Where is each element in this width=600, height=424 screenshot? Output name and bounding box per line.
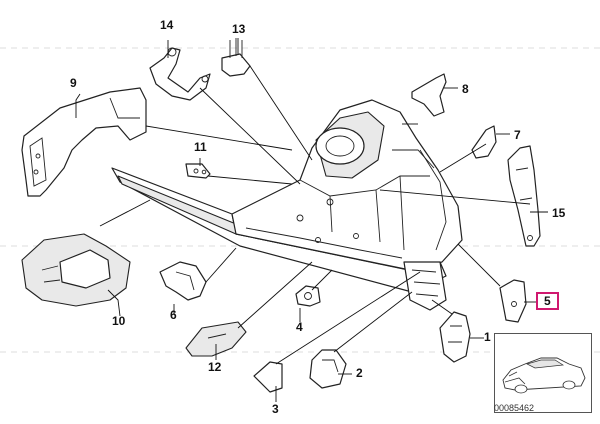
vehicle-thumbnail bbox=[494, 333, 592, 413]
callout-15: 15 bbox=[552, 206, 566, 220]
callout-14: 14 bbox=[160, 18, 174, 32]
callout-1: 1 bbox=[484, 330, 491, 344]
part-3-wedge bbox=[253, 361, 283, 393]
part-7-small-bracket bbox=[471, 125, 497, 159]
callout-2: 2 bbox=[356, 366, 363, 380]
callout-8: 8 bbox=[462, 82, 469, 96]
part-6-bracket bbox=[159, 261, 207, 301]
part-14-bracket bbox=[149, 47, 211, 101]
part-4-plate bbox=[295, 285, 321, 307]
callout-3: 3 bbox=[272, 402, 279, 416]
car-outline-icon bbox=[502, 357, 586, 394]
part-12-plate bbox=[185, 321, 247, 357]
part-8-strut-bracket bbox=[411, 73, 447, 117]
callout-6: 6 bbox=[170, 308, 177, 322]
leader-lines bbox=[75, 38, 548, 402]
part-1-mount bbox=[439, 311, 471, 363]
part-11-clip bbox=[185, 163, 211, 179]
part-2-support bbox=[309, 349, 347, 389]
part-9-wheel-arch bbox=[21, 87, 147, 197]
part-13-bolt-bracket bbox=[221, 38, 251, 77]
callout-10: 10 bbox=[112, 314, 126, 328]
reference-code: 00085462 bbox=[494, 403, 535, 413]
callout-7: 7 bbox=[514, 128, 521, 142]
part-5-gusset bbox=[499, 279, 527, 323]
callout-4: 4 bbox=[296, 320, 303, 334]
part-15-side-member bbox=[507, 145, 541, 247]
callout-13: 13 bbox=[232, 22, 246, 36]
main-front-structure bbox=[111, 99, 463, 311]
callout-12: 12 bbox=[208, 360, 222, 374]
part-10-inner-panel bbox=[21, 233, 131, 307]
callout-11: 11 bbox=[194, 140, 207, 154]
callout-9: 9 bbox=[70, 76, 77, 90]
callout-5-highlighted[interactable]: 5 bbox=[536, 292, 559, 310]
